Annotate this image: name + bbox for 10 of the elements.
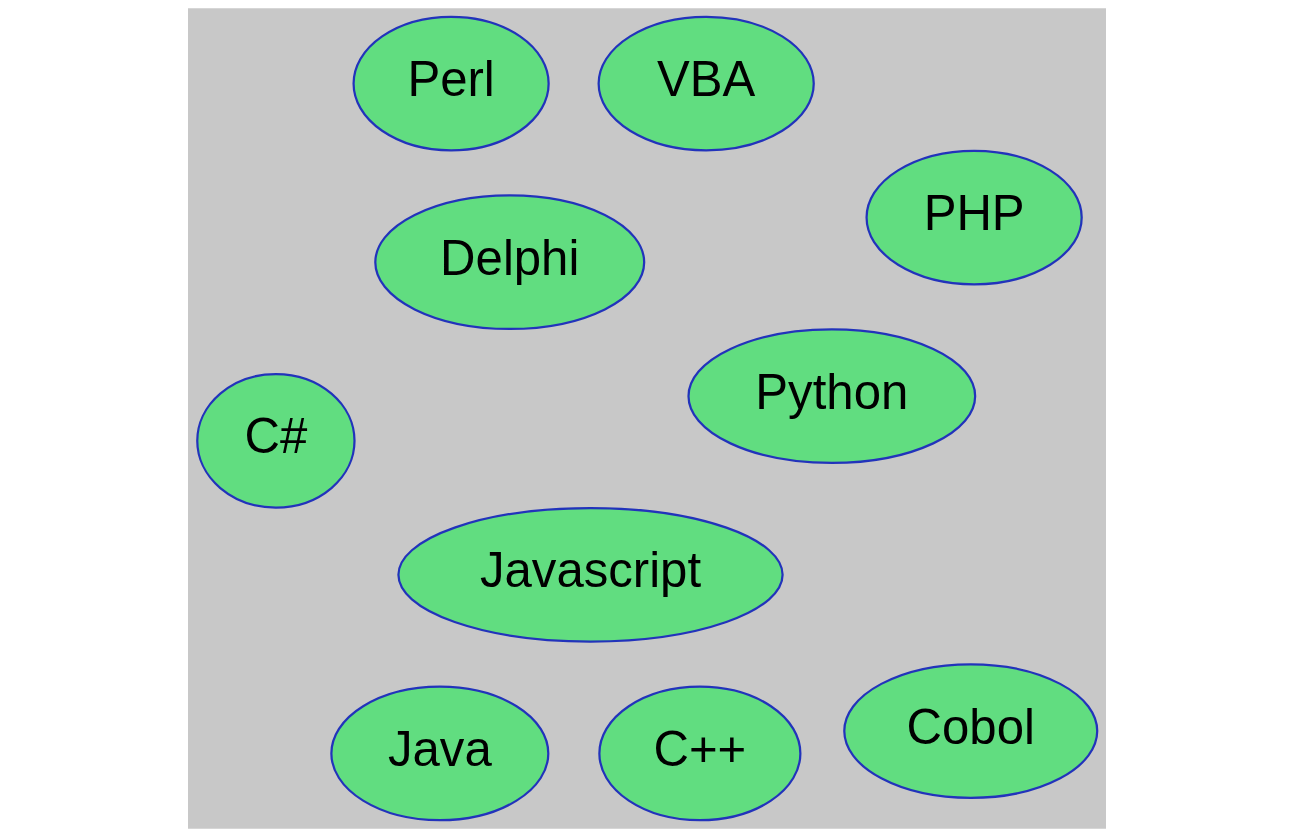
node-ellipse: C#	[196, 372, 356, 509]
node-ellipse: Java	[330, 685, 550, 822]
node-ellipse: Perl	[352, 15, 550, 152]
node-ellipse: Delphi	[374, 194, 646, 331]
node-ellipse: PHP	[865, 149, 1083, 286]
node-ellipse: C++	[598, 685, 802, 822]
node-ellipse: Javascript	[397, 506, 784, 643]
node-ellipse: Python	[687, 328, 977, 465]
node-ellipse: VBA	[597, 15, 815, 152]
node-ellipse: Cobol	[843, 663, 1099, 799]
